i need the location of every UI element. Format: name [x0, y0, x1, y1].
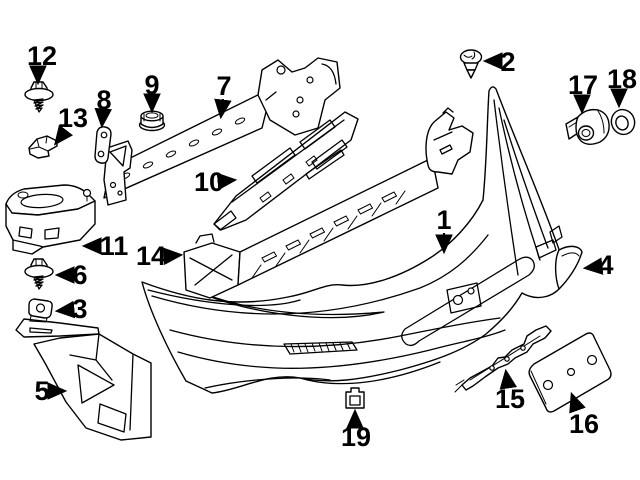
callout-4-arrow [582, 257, 604, 275]
callout-19-label: 19 [341, 422, 371, 452]
part-10-impact-bar-drawing [213, 111, 359, 231]
callout-1[interactable]: 1 [435, 205, 453, 255]
callout-14[interactable]: 14 [136, 241, 184, 271]
callout-8[interactable]: 8 [94, 85, 113, 129]
part-2-push-clip-drawing [459, 49, 483, 79]
callout-13-arrow [53, 124, 74, 146]
part-4-cover-flap-drawing [554, 245, 583, 290]
callout-11-label: 11 [100, 231, 129, 261]
callout-19[interactable]: 19 [341, 408, 371, 452]
callout-16[interactable]: 16 [569, 391, 599, 439]
callout-18-label: 18 [607, 64, 637, 94]
callout-7[interactable]: 7 [214, 71, 232, 120]
part-5-mounting-bracket-drawing [15, 318, 152, 441]
callout-11[interactable]: 11 [81, 231, 129, 261]
part-16-plate-pad-drawing [528, 332, 612, 413]
callout-13-label: 13 [58, 103, 88, 133]
callout-6[interactable]: 6 [54, 260, 88, 290]
callout-10[interactable]: 10 [194, 167, 238, 197]
callout-10-label: 10 [194, 167, 224, 197]
callout-4[interactable]: 4 [582, 250, 614, 280]
callout-15-label: 15 [495, 384, 525, 414]
callout-17[interactable]: 17 [568, 70, 598, 115]
callout-14-arrow [162, 247, 184, 266]
callout-9-label: 9 [144, 70, 159, 100]
callout-2[interactable]: 2 [482, 47, 516, 77]
callout-10-arrow [216, 172, 238, 191]
callout-17-label: 17 [568, 70, 598, 100]
callout-15[interactable]: 15 [495, 368, 525, 414]
callout-15-arrow [499, 368, 518, 390]
callout-12[interactable]: 12 [27, 41, 57, 86]
callout-8-arrow [94, 107, 113, 129]
callout-2-label: 2 [500, 47, 515, 77]
callout-3[interactable]: 3 [54, 294, 88, 324]
callout-14-label: 14 [136, 241, 166, 271]
part-17-pdc-sensor-drawing [565, 108, 610, 145]
callout-7-arrow [214, 98, 232, 120]
callout-1-label: 1 [436, 205, 451, 235]
callout-18[interactable]: 18 [607, 64, 637, 109]
part-19-clip-drawing [345, 387, 365, 409]
callout-3-label: 3 [72, 294, 87, 324]
callout-16-arrow [569, 391, 586, 414]
callout-13[interactable]: 13 [53, 103, 88, 146]
part-18-grommet-ring-drawing [610, 108, 636, 136]
part-13-clamp-drawing [28, 135, 58, 159]
callout-3-arrow [54, 300, 76, 319]
part-12-screw-drawing [24, 81, 54, 113]
part-11-side-bracket-drawing [5, 184, 96, 255]
part-14-energy-absorber-drawing [183, 107, 474, 299]
callout-16-label: 16 [569, 409, 599, 439]
part-6-screw-drawing [24, 258, 54, 290]
callout-4-label: 4 [598, 250, 613, 280]
part-8-plate-drawing [94, 126, 112, 164]
callout-7-label: 7 [216, 71, 231, 101]
callout-8-label: 8 [96, 85, 111, 115]
callout-9[interactable]: 9 [143, 70, 161, 114]
part-15-rail-bracket-drawing [454, 325, 552, 393]
callout-12-label: 12 [27, 41, 57, 71]
part-3-u-nut-drawing [28, 298, 53, 323]
callout-5[interactable]: 5 [34, 376, 68, 406]
part-1-bumper-cover-drawing [141, 86, 565, 394]
part-9-flange-nut-drawing [138, 110, 166, 132]
callout-5-label: 5 [34, 376, 49, 406]
callout-6-label: 6 [72, 260, 87, 290]
